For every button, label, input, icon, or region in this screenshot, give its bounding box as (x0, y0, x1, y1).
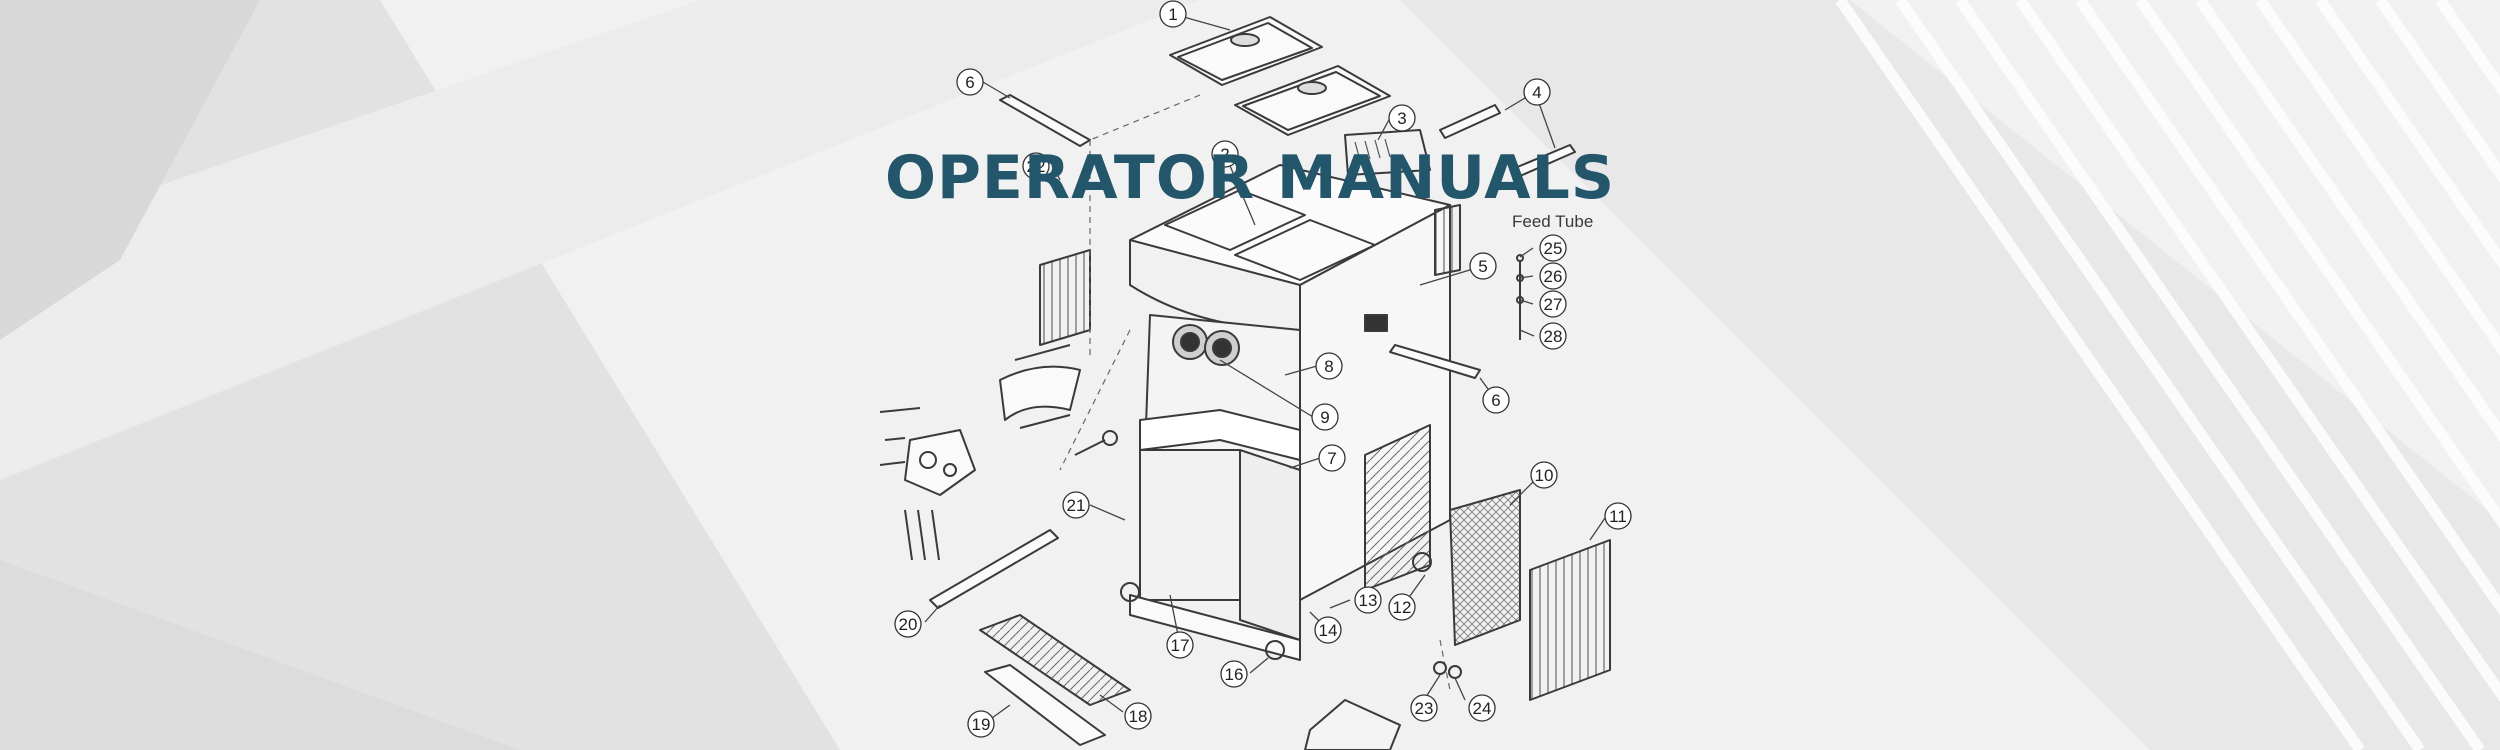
svg-text:6: 6 (965, 73, 974, 92)
svg-text:4: 4 (1532, 83, 1541, 102)
callout-8: 8 (1315, 352, 1343, 380)
door-assembly (879, 344, 1118, 561)
mesh-screen (1449, 489, 1521, 646)
callout-1: 1 (1159, 0, 1187, 28)
back-panel (1344, 129, 1431, 176)
callouts: 1 2 3 4 5 6 6 6 7 8 9 10 11 12 13 14 16 … (894, 0, 1632, 738)
svg-text:8: 8 (1324, 357, 1333, 376)
svg-text:27: 27 (1544, 295, 1563, 314)
callout-9: 9 (1311, 403, 1339, 431)
callout-4: 4 (1523, 78, 1551, 106)
callout-6-b: 6 (1482, 386, 1510, 414)
callout-23: 23 (1410, 694, 1438, 722)
svg-text:5: 5 (1478, 257, 1487, 276)
svg-text:10: 10 (1535, 466, 1554, 485)
callout-16: 16 (1220, 660, 1248, 688)
callout-19: 19 (967, 710, 995, 738)
svg-text:17: 17 (1171, 636, 1190, 655)
svg-text:20: 20 (899, 615, 918, 634)
svg-text:23: 23 (1415, 699, 1434, 718)
svg-text:9: 9 (1320, 408, 1329, 427)
callout-20: 20 (894, 610, 922, 638)
svg-text:24: 24 (1473, 699, 1492, 718)
svg-text:18: 18 (1129, 707, 1148, 726)
callout-5: 5 (1469, 252, 1497, 280)
machine-drawing (879, 16, 1611, 750)
callout-14: 14 (1314, 616, 1342, 644)
callout-27: 27 (1539, 290, 1567, 318)
callout-12: 12 (1388, 593, 1416, 621)
svg-text:6: 6 (1491, 391, 1500, 410)
svg-text:22: 22 (1027, 157, 1046, 176)
callout-10: 10 (1530, 461, 1558, 489)
feed-tube-label: Feed Tube (1512, 212, 1594, 231)
callout-21: 21 (1062, 491, 1090, 519)
svg-text:26: 26 (1544, 267, 1563, 286)
svg-text:19: 19 (972, 715, 991, 734)
grille-panel (1529, 539, 1611, 701)
side-louver (1039, 249, 1091, 346)
svg-text:12: 12 (1393, 598, 1412, 617)
svg-text:28: 28 (1544, 327, 1563, 346)
feed-tube-parts (1516, 254, 1524, 340)
svg-text:2: 2 (1220, 145, 1229, 164)
callout-26: 26 (1539, 262, 1567, 290)
svg-text:1: 1 (1168, 5, 1177, 24)
callout-22: 22 (1022, 152, 1050, 180)
svg-text:3: 3 (1397, 109, 1406, 128)
callout-2: 2 (1211, 140, 1239, 168)
callout-18: 18 (1124, 702, 1152, 730)
svg-text:14: 14 (1319, 621, 1338, 640)
svg-text:16: 16 (1225, 665, 1244, 684)
hopper-lids (1169, 16, 1391, 136)
cabinet (1120, 164, 1451, 661)
callout-28: 28 (1539, 322, 1567, 350)
svg-text:11: 11 (1609, 507, 1627, 526)
callout-6-a: 6 (956, 68, 984, 96)
svg-text:21: 21 (1067, 496, 1086, 515)
drip-tray-grate (979, 614, 1131, 706)
callout-13: 13 (1354, 586, 1382, 614)
svg-text:13: 13 (1359, 591, 1378, 610)
callout-7: 7 (1318, 444, 1346, 472)
callout-24: 24 (1468, 694, 1496, 722)
callout-25: 25 (1539, 234, 1567, 262)
svg-text:7: 7 (1327, 449, 1336, 468)
callout-17: 17 (1166, 631, 1194, 659)
callout-3: 3 (1388, 104, 1416, 132)
page-title: OPERATOR MANUALS (884, 143, 1616, 213)
rails (929, 94, 1576, 609)
svg-text:25: 25 (1544, 239, 1563, 258)
background-stripes (1835, 0, 2500, 750)
drip-tray (984, 664, 1106, 746)
callout-11: 11 (1604, 502, 1632, 530)
